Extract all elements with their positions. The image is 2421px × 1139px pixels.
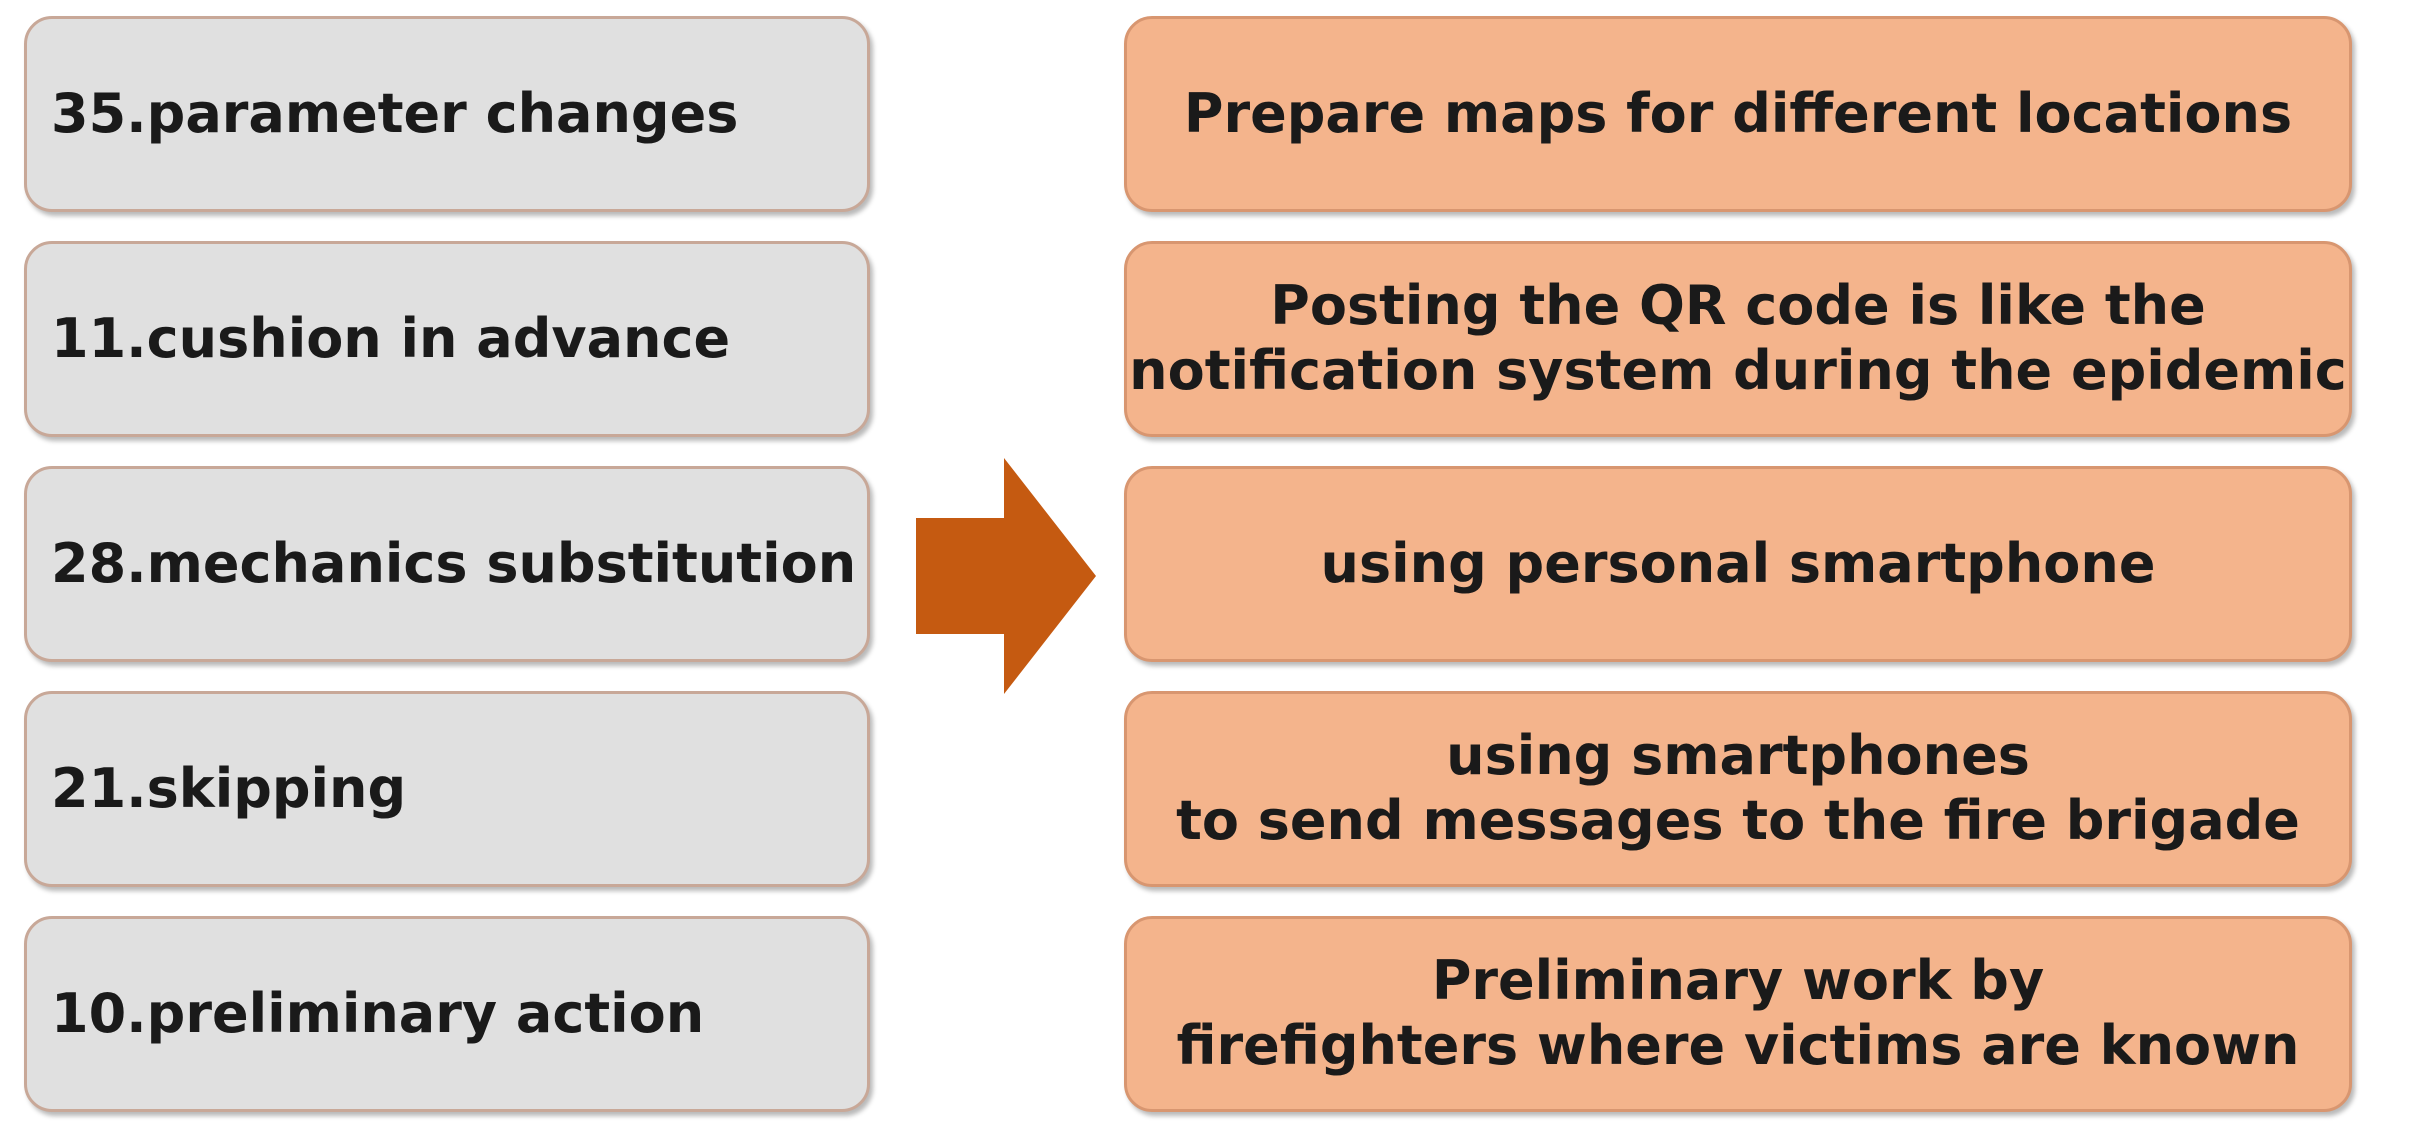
solution-line-1: Prepare maps for different locations (1183, 81, 2293, 145)
solution-line-1: using personal smartphone (1320, 531, 2156, 595)
solution-line-1: Preliminary work by (1431, 949, 2045, 1013)
principle-box-5: 10.preliminary action (24, 916, 870, 1112)
principle-box-4: 21.skipping (24, 691, 870, 887)
solution-box-2: Posting the QR code is like the notifica… (1124, 241, 2352, 437)
solution-box-4: using smartphones to send messages to th… (1124, 691, 2352, 887)
solution-line-2: notification system during the epidemic (1129, 339, 2347, 402)
principle-label: 21.skipping (51, 756, 407, 820)
principle-label: 28.mechanics substitution (51, 531, 857, 595)
solution-line-1: using smartphones (1446, 724, 2030, 788)
solution-line-2: to send messages to the fire brigade (1176, 789, 2300, 852)
solution-line-1: Posting the QR code is like the (1270, 274, 2206, 338)
principle-label: 10.preliminary action (51, 981, 705, 1045)
solution-box-1: Prepare maps for different locations (1124, 16, 2352, 212)
solution-box-3: using personal smartphone (1124, 466, 2352, 662)
principle-box-2: 11.cushion in advance (24, 241, 870, 437)
principle-box-1: 35.parameter changes (24, 16, 870, 212)
solution-box-5: Preliminary work by firefighters where v… (1124, 916, 2352, 1112)
principle-box-3: 28.mechanics substitution (24, 466, 870, 662)
right-arrow-icon (916, 458, 1096, 694)
principle-label: 11.cushion in advance (51, 306, 731, 370)
principle-label: 35.parameter changes (51, 81, 739, 145)
solution-line-2: firefighters where victims are known (1176, 1014, 2300, 1077)
